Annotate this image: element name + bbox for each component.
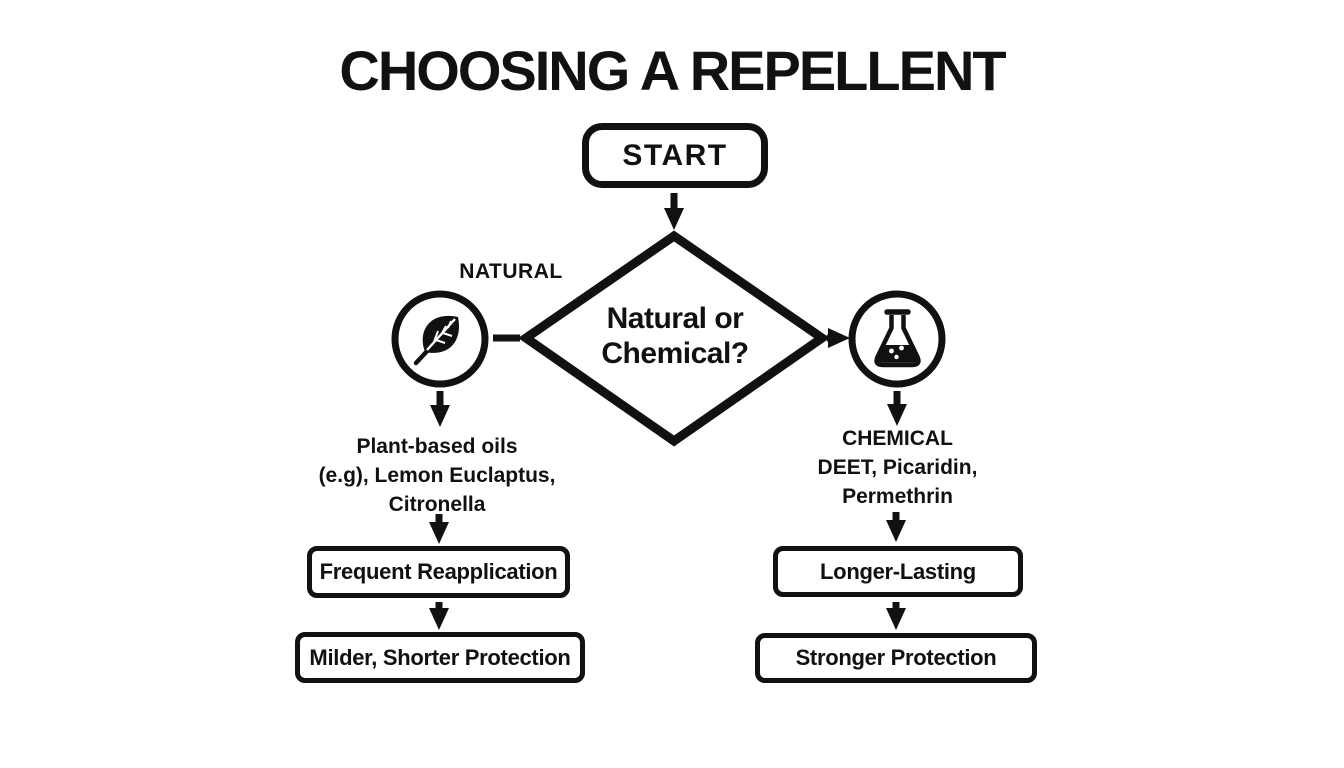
- chemical-step-longer-lasting: Longer-Lasting: [773, 546, 1023, 597]
- flask-icon: [874, 309, 921, 368]
- decision-question-line1: Natural or: [606, 302, 744, 335]
- start-label: START: [622, 138, 728, 172]
- start-node: START: [582, 123, 768, 188]
- chemical-branch-label: CHEMICAL: [842, 427, 953, 450]
- chemical-details: CHEMICAL DEET, Picaridin, Permethrin: [780, 424, 1015, 511]
- decision-question: Natural or Chemical?: [555, 301, 795, 371]
- natural-details-line3: Citronella: [388, 493, 486, 516]
- natural-details-line2: (e.g), Lemon Euclaptus,: [318, 464, 556, 487]
- natural-details: Plant-based oils (e.g), Lemon Euclaptus,…: [285, 432, 589, 519]
- chemical-details-line2: Permethrin: [842, 485, 953, 508]
- decision-diamond: [518, 230, 830, 447]
- page-title: CHOOSING A REPELLENT: [339, 39, 1006, 102]
- natural-step-frequent-reapplication: Frequent Reapplication: [307, 546, 570, 598]
- natural-details-line1: Plant-based oils: [356, 435, 518, 458]
- chemical-step-stronger-protection: Stronger Protection: [755, 633, 1037, 683]
- natural-step-milder-shorter-protection: Milder, Shorter Protection: [295, 632, 585, 683]
- decision-question-line2: Chemical?: [601, 337, 749, 370]
- natural-branch-label: NATURAL: [459, 260, 563, 283]
- chemical-details-line1: DEET, Picaridin,: [817, 456, 978, 479]
- leaf-icon: [413, 315, 460, 366]
